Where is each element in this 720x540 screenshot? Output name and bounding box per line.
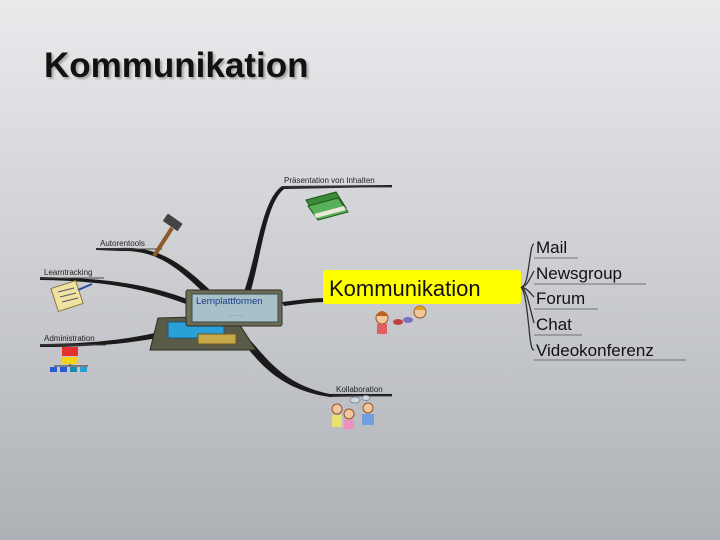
branch-underlines: [40, 186, 392, 397]
svg-text:· · · ·: · · · ·: [230, 313, 243, 319]
center-node: Lernplattformen · · · ·: [149, 289, 283, 351]
center-node-label: Lernplattformen: [196, 296, 263, 307]
item-mail: Mail: [536, 238, 567, 257]
books-icon: [305, 191, 349, 221]
item-underlines: [534, 257, 686, 361]
items-bracket: [520, 243, 535, 351]
kommunikation-node: Kommunikation: [323, 270, 521, 304]
branch-label-kollaboration: Kollaboration: [336, 385, 383, 394]
slide-title: Kommunikation: [44, 46, 309, 85]
kommunikation-label: Kommunikation: [329, 276, 481, 301]
notepad-icon: [50, 279, 93, 313]
org-chart-icon: [50, 347, 88, 372]
collaboration-people-icon: [331, 395, 374, 429]
item-forum: Forum: [536, 289, 585, 308]
item-chat: Chat: [536, 315, 572, 334]
branch-label-learntracking: Learntracking: [44, 268, 92, 277]
branch-label-autorentools: Autorentools: [100, 239, 145, 248]
hammer-icon: [152, 213, 183, 258]
branch-label-praesentation: Präsentation von Inhalten: [284, 176, 375, 185]
item-newsgroup: Newsgroup: [536, 264, 622, 283]
kommunikation-highlight: [323, 270, 521, 304]
branch-label-administration: Administration: [44, 334, 95, 343]
communication-people-icon: [375, 305, 427, 334]
item-videokonferenz: Videokonferenz: [536, 341, 654, 360]
